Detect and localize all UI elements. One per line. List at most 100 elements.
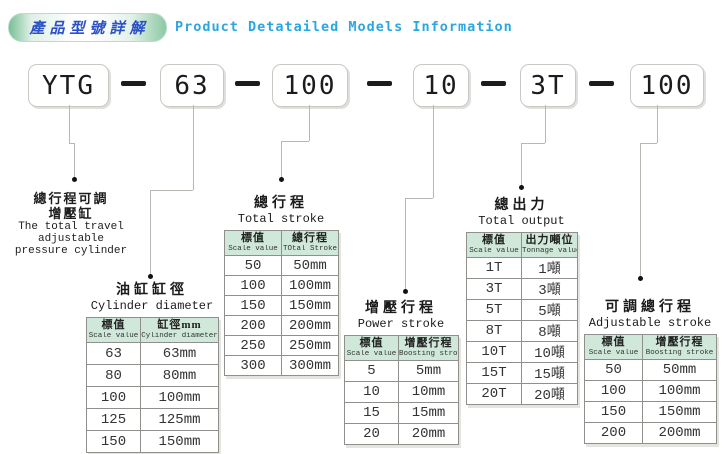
connector-line xyxy=(521,143,522,186)
table-title-cn: 總行程 xyxy=(254,196,308,211)
label-ytg-en-3: pressure cylinder xyxy=(14,245,128,257)
section-banner: 產品型號詳解 xyxy=(8,13,167,42)
table-title-cn: 增壓行程 xyxy=(365,301,437,316)
connector-line xyxy=(640,143,641,277)
table-title-en: Total stroke xyxy=(237,212,325,226)
table-cell: 1噸 xyxy=(521,257,578,279)
table-cell: 125mm xyxy=(140,408,219,431)
table-cell: 10噸 xyxy=(521,341,578,363)
header-cn: 標值 xyxy=(359,337,384,349)
label-ytg-cn-1: 總行程可調 xyxy=(33,191,109,206)
header-cn: 缸徑mm xyxy=(157,319,202,331)
table-cell: 20噸 xyxy=(521,383,578,405)
model-segment-bore: 63 xyxy=(160,64,224,107)
model-segment-adjustable-stroke: 100 xyxy=(630,64,704,107)
table-cell: 15噸 xyxy=(521,362,578,384)
connector-line xyxy=(193,105,194,190)
header-cn: 增壓行程 xyxy=(404,337,453,349)
connector-line xyxy=(69,143,75,144)
table-cell: 15mm xyxy=(398,402,459,424)
connector-line xyxy=(545,105,546,143)
table-cell: 80mm xyxy=(140,364,219,387)
table-title-en: Total output xyxy=(478,214,565,228)
header-cn: 標值 xyxy=(482,234,506,246)
header-en: Boosting stroke xyxy=(645,349,714,357)
table-title-en: Power stroke xyxy=(357,317,445,331)
table-cell: 100mm xyxy=(281,275,339,296)
table-cell: 150mm xyxy=(642,401,717,423)
page-title: Product Detatailed Models Information xyxy=(175,19,513,35)
table-cell: 20mm xyxy=(398,423,459,445)
table-cell: 150mm xyxy=(140,430,219,453)
table-cell: 125 xyxy=(86,408,141,431)
table-cell: 200mm xyxy=(642,422,717,444)
header-cn: 總行程 xyxy=(292,232,328,244)
table-cell: 300 xyxy=(224,355,282,376)
table-cell: 150 xyxy=(584,401,643,423)
connector-line xyxy=(150,190,151,275)
table-cell: 50 xyxy=(224,255,282,276)
table-cell: 250mm xyxy=(281,335,339,356)
table-cell: 150 xyxy=(224,295,282,316)
table-cell: 200mm xyxy=(281,315,339,336)
table-cell: 10mm xyxy=(398,381,459,403)
table-cell: 80 xyxy=(86,364,141,387)
table-title-cn: 總出力 xyxy=(494,198,549,213)
model-segment-ytg: YTG xyxy=(28,64,109,107)
table-title-en: Cylinder diameter xyxy=(90,299,214,313)
table-cell: 50mm xyxy=(642,359,717,381)
label-ytg-en-2: adjustable xyxy=(37,233,104,245)
table-cell: 5噸 xyxy=(521,299,578,321)
header-cn: 增壓行程 xyxy=(655,336,704,348)
table-cell: 150 xyxy=(86,430,141,453)
header-en: Scale value xyxy=(228,245,278,253)
connector-line xyxy=(521,143,545,144)
header-en: Scale value xyxy=(588,349,639,357)
model-dash xyxy=(235,81,260,86)
banner-title-cn: 產品型號詳解 xyxy=(29,21,150,37)
label-ytg-en-1: The total travel xyxy=(18,221,124,233)
header-en: Tonnage value xyxy=(522,247,577,255)
model-dash xyxy=(367,81,392,86)
connector-line xyxy=(657,105,658,143)
table-cell: 63 xyxy=(86,342,141,365)
table-cell: 10 xyxy=(344,381,399,403)
table-cell: 150mm xyxy=(281,295,339,316)
header-en: TOtal Stroke xyxy=(282,245,337,253)
table-cell: 250 xyxy=(224,335,282,356)
table-cell: 5mm xyxy=(398,360,459,382)
table-cell: 8T xyxy=(466,320,522,342)
table-cell: 200 xyxy=(584,422,643,444)
table-cell: 8噸 xyxy=(521,320,578,342)
table-cell: 20T xyxy=(466,383,522,405)
header-cn: 標值 xyxy=(601,336,626,348)
connector-line xyxy=(433,105,434,198)
connector-line xyxy=(150,190,193,191)
table-cell: 15 xyxy=(344,402,399,424)
header-cn: 標值 xyxy=(101,319,126,331)
